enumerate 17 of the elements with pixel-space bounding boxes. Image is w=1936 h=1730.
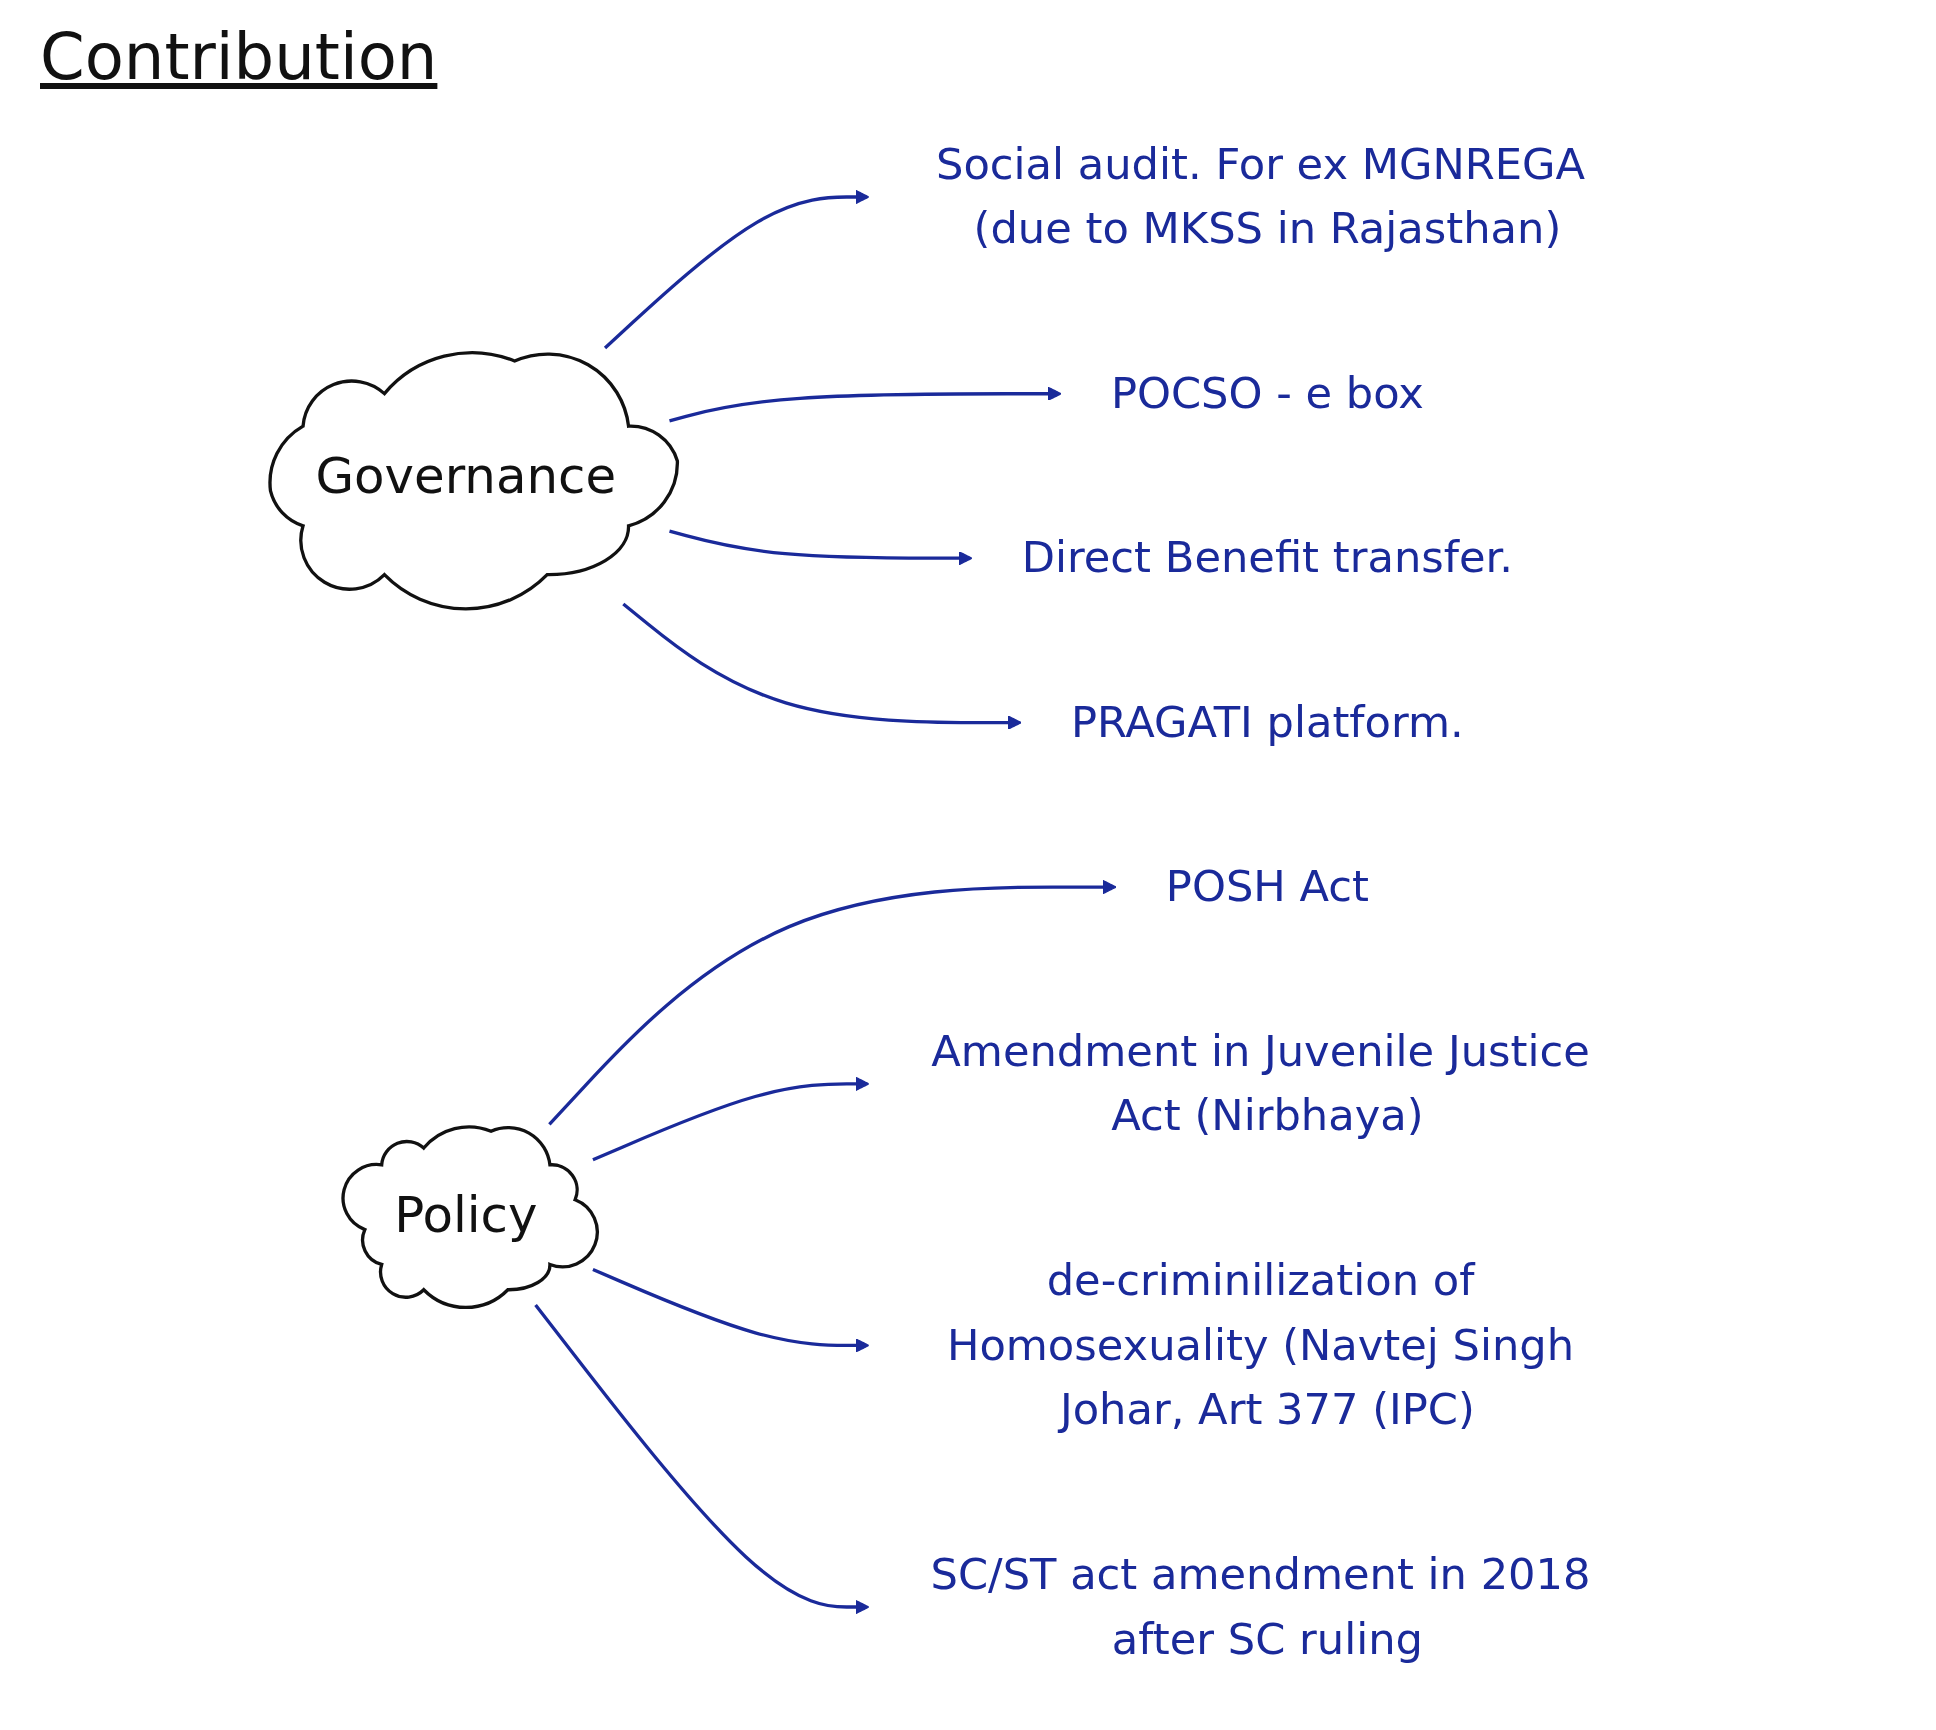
- arrow: [548, 879, 1117, 1126]
- arrow: [592, 1267, 870, 1353]
- arrow: [603, 189, 870, 350]
- node-text: Amendment in Juvenile Justice Act (Nirbhaya): [931, 1025, 1590, 1141]
- node-text: SC/ST act amendment in 2018 after SC ruling: [930, 1548, 1591, 1664]
- arrow: [592, 1076, 870, 1162]
- node-text: de-criminilization of Homosexuality (Navtej Singh Johar, Art 377 (IPC): [946, 1254, 1575, 1435]
- arrow: [534, 1303, 870, 1615]
- arrow: [669, 386, 1062, 423]
- node-text: Direct Benefit transfer.: [1021, 532, 1514, 583]
- title: Contribution: [40, 20, 438, 94]
- node-text: Social audit. For ex MGNREGA (due to MKSS in Rajasthan): [936, 138, 1586, 254]
- arrow: [669, 529, 973, 566]
- node-text: POSH Act: [1165, 861, 1369, 912]
- arrow: [622, 602, 1022, 730]
- node-text: POCSO - e box: [1110, 368, 1424, 418]
- node-text: PRAGATI platform.: [1071, 696, 1464, 747]
